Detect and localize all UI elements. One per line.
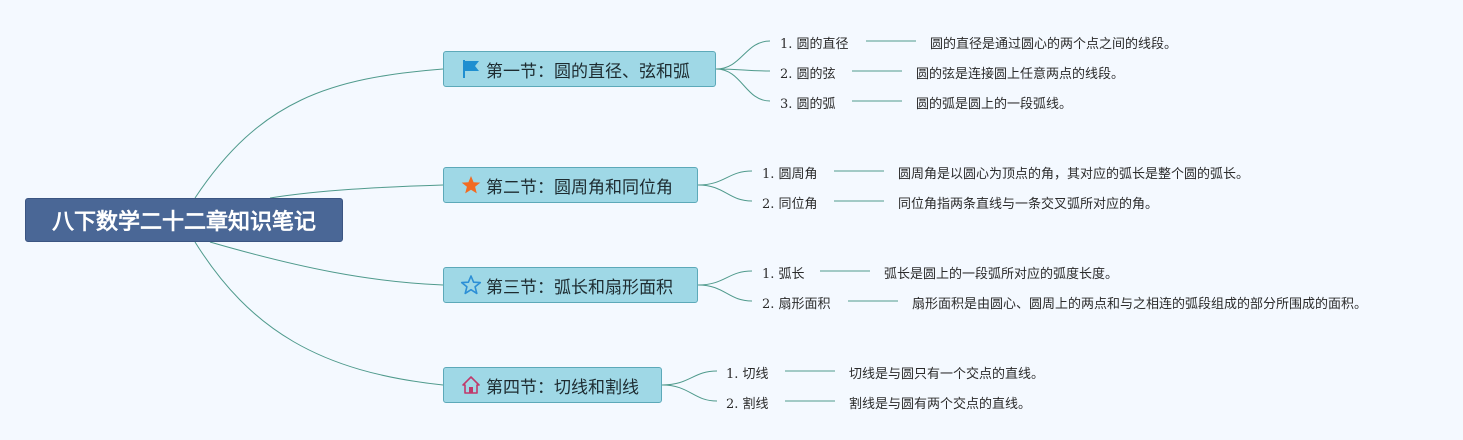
root-to-section-2 <box>269 184 444 199</box>
section-3-item-2-desc: 扇形面积是由圆心、圆周上的两点和与之相连的弧段组成的部分所围成的面积。 <box>912 297 1368 312</box>
root-to-section-1 <box>194 68 444 199</box>
section-3-topic[interactable]: 第三节：弧长和扇形面积 <box>443 267 698 303</box>
section-1-item-3-desc: 圆的弧是圆上的一段弧线。 <box>916 97 1073 112</box>
section-1-item-2[interactable]: 2. 圆的弦 <box>780 67 836 82</box>
section-3-item-1-desc: 弧长是圆上的一段弧所对应的弧度长度。 <box>884 267 1119 282</box>
root-topic[interactable]: 八下数学二十二章知识笔记 <box>25 198 343 242</box>
section-1-item-1-desc: 圆的直径是通过圆心的两个点之间的线段。 <box>930 37 1178 52</box>
section-4-item-1[interactable]: 1. 切线 <box>726 367 769 382</box>
section-1-item-1[interactable]: 1. 圆的直径 <box>780 37 849 52</box>
filled-star-icon <box>460 174 482 196</box>
root-to-section-3 <box>209 241 444 286</box>
section-1-topic[interactable]: 第一节：圆的直径、弦和弧 <box>443 51 716 87</box>
section-4-item-2[interactable]: 2. 割线 <box>726 397 769 412</box>
outline-star-icon <box>460 274 482 296</box>
section-3-item-2[interactable]: 2. 扇形面积 <box>762 297 831 312</box>
section-2-item-2-desc: 同位角指两条直线与一条交叉弧所对应的角。 <box>898 197 1159 212</box>
section-4-title: 第四节：切线和割线 <box>486 377 639 398</box>
home-icon <box>460 374 482 396</box>
section-2-item-1-desc: 圆周角是以圆心为顶点的角，其对应的弧长是整个圆的弧长。 <box>898 167 1250 182</box>
section-2-item-2[interactable]: 2. 同位角 <box>762 197 818 212</box>
flag-icon <box>460 58 482 80</box>
section-1-item-3[interactable]: 3. 圆的弧 <box>780 97 836 112</box>
section-2-topic[interactable]: 第二节：圆周角和同位角 <box>443 167 698 203</box>
section-1-item-2-desc: 圆的弦是连接圆上任意两点的线段。 <box>916 67 1125 82</box>
section-3-title: 第三节：弧长和扇形面积 <box>486 277 673 298</box>
section-3-item-1[interactable]: 1. 弧长 <box>762 267 805 282</box>
section-1-title: 第一节：圆的直径、弦和弧 <box>486 61 690 82</box>
section-2-title: 第二节：圆周角和同位角 <box>486 177 673 198</box>
root-title: 八下数学二十二章知识笔记 <box>51 210 316 235</box>
section-4-item-1-desc: 切线是与圆只有一个交点的直线。 <box>849 367 1045 382</box>
section-4-item-2-desc: 割线是与圆有两个交点的直线。 <box>849 397 1032 412</box>
section-2-item-1[interactable]: 1. 圆周角 <box>762 167 818 182</box>
root-to-section-4 <box>194 241 444 386</box>
section-4-topic[interactable]: 第四节：切线和割线 <box>443 367 662 403</box>
